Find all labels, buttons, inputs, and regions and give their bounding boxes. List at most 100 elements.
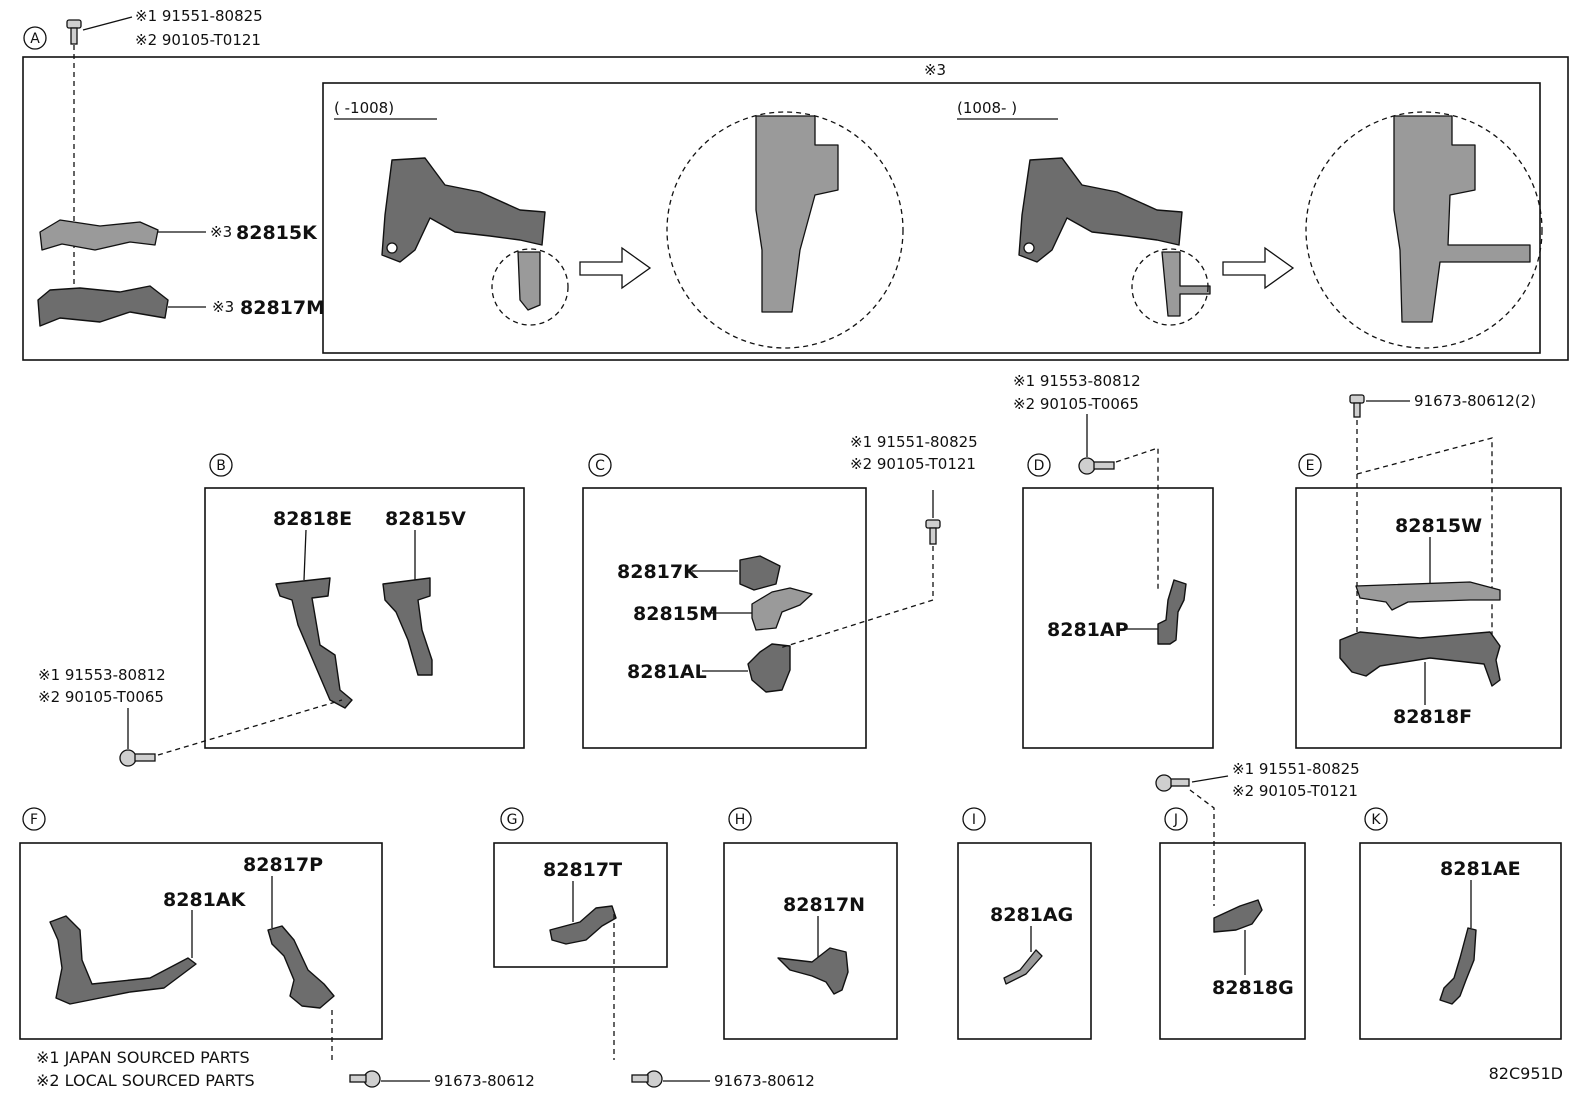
group-d-bolt-ref-local: ※2 90105-T0065 [1013,395,1139,413]
part-82817m-label: 82817M [240,297,325,319]
group-a-letter: A [30,31,40,47]
group-d-frame [1022,487,1214,749]
group-a-bolt-ref-local: ※2 90105-T0121 [135,31,261,49]
group-g-bolt-icon [631,1070,663,1088]
group-g-frame [493,842,668,968]
group-a-inset-frame [322,82,1541,354]
part-82815k-label: 82815K [236,222,318,244]
group-b-bolt-icon [119,749,156,767]
group-d-bolt-ref-japan: ※1 91553-80812 [1013,372,1141,390]
group-f-bolt-icon [349,1070,381,1088]
part-82817k-shape [739,555,781,591]
leader-line [303,529,307,581]
group-h-badge [728,807,752,831]
group-f-frame [19,842,383,1040]
group-i: I 8281AG [957,807,1092,1040]
group-b-bolt-ref-local: ※2 90105-T0065 [38,688,164,706]
part-8281ap-label: 8281AP [1047,619,1129,641]
group-k: K 8281AE [1359,807,1562,1040]
fastener-dash-line [157,699,343,756]
group-i-letter: I [972,812,976,828]
group-f-badge [22,807,46,831]
bracket-after-shape [1018,157,1183,263]
group-j-bolt-ref-local: ※2 90105-T0121 [1232,782,1358,800]
group-e-letter: E [1306,458,1315,474]
group-f-letter: F [30,812,38,828]
group-f: F 8281AK 82817P 91673-80612 ※1 JAPAN SOU… [19,807,535,1090]
group-a-bolt-ref-japan: ※1 91551-80825 [135,7,263,25]
part-82818g-shape [1213,899,1263,933]
group-a-bolt-icon [66,19,82,45]
part-8281ap-shape [1157,579,1187,645]
bracket-hole [386,242,398,254]
range-before-label: ( -1008) [334,99,394,117]
bracket-tab-shape [1161,251,1211,317]
group-b-bolt-ref-japan: ※1 91553-80812 [38,666,166,684]
detail-magnified-circle [1305,111,1543,349]
detail-magnified-circle [666,111,904,349]
group-e-bolt-icon [1349,394,1365,418]
part-82815m-shape [751,587,813,631]
group-e-bolt-ref: 91673-80612(2) [1414,392,1536,410]
group-c-badge [588,453,612,477]
legend-japan-sourced: ※1 JAPAN SOURCED PARTS [36,1048,250,1067]
part-82815m-label: 82815M [633,603,718,625]
part-82815v-label: 82815V [385,508,466,530]
group-g-bolt-ref: 91673-80612 [714,1072,815,1090]
figure-code: 82C951D [1489,1064,1563,1083]
leader-line [82,16,133,31]
part-82818e-label: 82818E [273,508,352,530]
group-i-frame [957,842,1092,1040]
part-82817m-prefix: ※3 [212,298,234,316]
part-82818e-shape [275,577,353,709]
part-82817p-label: 82817P [243,854,323,876]
part-8281al-label: 8281AL [627,661,707,683]
detail-circle [491,248,569,326]
group-g-letter: G [507,812,518,828]
part-82817k-label: 82817K [617,561,699,583]
fastener-dash-line [1115,447,1159,590]
part-82818f-shape [1339,631,1501,687]
part-82815v-shape [382,577,433,676]
group-b: B 82818E 82815V ※1 91553-80812 ※2 90105-… [38,453,525,767]
group-j-bolt-icon [1155,774,1190,792]
part-8281al-shape [747,643,791,693]
fastener-dash-line [1189,789,1215,906]
group-c-letter: C [595,458,605,474]
part-82815k-prefix: ※3 [210,223,232,241]
leader-line [1191,775,1229,783]
group-b-letter: B [216,458,226,474]
part-8281ag-shape [1003,949,1043,985]
group-j-frame [1159,842,1306,1040]
bracket-hole [1023,242,1035,254]
group-e-frame [1295,487,1562,749]
part-8281ag-label: 8281AG [990,904,1073,926]
fastener-dash-line [1356,437,1493,650]
part-8281ae-label: 8281AE [1440,858,1521,880]
group-e: E 91673-80612(2) 82815W 82818F [1295,392,1562,749]
group-d-bolt-icon [1078,457,1115,475]
group-j-letter: J [1173,812,1178,828]
part-82818g-label: 82818G [1212,977,1294,999]
group-j-bolt-ref-japan: ※1 91551-80825 [1232,760,1360,778]
group-g-badge [500,807,524,831]
part-8281ae-shape [1439,927,1477,1005]
legend-local-sourced: ※2 LOCAL SOURCED PARTS [36,1071,255,1090]
part-82817n-label: 82817N [783,894,865,916]
range-after-label: (1008- ) [957,99,1017,117]
bracket-tab-shape [517,251,541,311]
group-c-bolt-icon [925,519,941,545]
group-f-bolt-ref: 91673-80612 [434,1072,535,1090]
arrow-right-icon [1222,246,1295,290]
part-82817n-shape [777,947,849,995]
part-82815w-label: 82815W [1395,515,1482,537]
group-h: H 82817N [723,807,898,1040]
part-82815w-shape [1355,581,1501,611]
part-82817p-shape [267,925,335,1009]
group-d-badge [1027,453,1051,477]
arrow-right-icon [579,246,652,290]
group-k-frame [1359,842,1562,1040]
magnified-before-shape [755,115,839,313]
group-h-letter: H [735,812,746,828]
